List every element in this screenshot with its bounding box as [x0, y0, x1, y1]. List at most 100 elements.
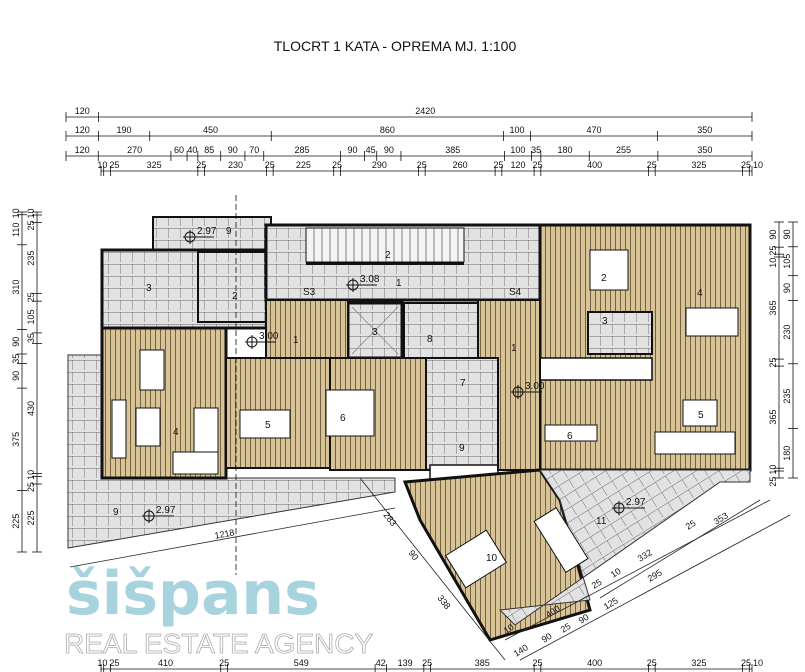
watermark-tagline: REAL ESTATE AGENCY	[64, 628, 373, 659]
dim-label: 120	[75, 125, 90, 135]
room-label: S3	[303, 287, 316, 298]
room-label: 8	[427, 334, 433, 345]
dim-label-i1: 295	[646, 567, 664, 583]
elevator-cross	[351, 306, 399, 355]
tv-unit	[111, 399, 127, 459]
dim-label: 90	[782, 283, 792, 293]
dim-label: 400	[587, 160, 602, 170]
dim-line-right-outer	[599, 499, 761, 599]
dim-label: 40	[187, 145, 197, 155]
dim-label: 255	[616, 145, 631, 155]
dim-line-right-mid	[504, 499, 771, 641]
dim-line-right-inner	[519, 514, 791, 661]
room-label: 11	[596, 516, 607, 527]
dim-label: 25	[422, 658, 432, 668]
dim-label: 365	[768, 410, 778, 425]
dim-label: 105	[26, 310, 36, 325]
dim-label-1218: 1218	[214, 527, 235, 540]
dim-label: 60	[174, 145, 184, 155]
level-value: 3.08	[360, 274, 380, 285]
bed-6	[325, 389, 375, 437]
room-label: 6	[567, 431, 573, 442]
dim-label: 260	[453, 160, 468, 170]
dim-label: 270	[127, 145, 142, 155]
bed-5-left	[239, 409, 291, 439]
dim-label: 100	[510, 125, 525, 135]
dim-label: 310	[11, 280, 21, 295]
bed-10	[444, 529, 508, 589]
dim-label: 10	[97, 658, 107, 668]
dim-label: 180	[782, 446, 792, 461]
dim-label-m1: 332	[636, 547, 654, 563]
dim-label: 190	[117, 125, 132, 135]
dim-label: 290	[372, 160, 387, 170]
dim-label-se-3: 338	[435, 593, 452, 611]
dim-label: 25	[741, 160, 751, 170]
dim-line-1218	[69, 507, 396, 568]
corridor-1-right	[477, 299, 541, 471]
dim-label: 385	[445, 145, 460, 155]
dim-label: 10	[768, 465, 778, 475]
level-marker	[511, 385, 542, 399]
dim-label: 375	[11, 432, 21, 447]
dim-label: 25	[332, 160, 342, 170]
staircase	[305, 227, 465, 265]
dim-label: 25	[768, 246, 778, 256]
dim-label: 25	[493, 160, 503, 170]
dim-label: 70	[249, 145, 259, 155]
dim-label: 235	[782, 389, 792, 404]
apartment-center-hall	[265, 299, 349, 359]
dining-table-right	[544, 424, 598, 442]
dim-label: 90	[768, 230, 778, 240]
dining-table	[139, 349, 165, 391]
dim-label: 25	[219, 658, 229, 668]
level-marker	[346, 278, 377, 292]
dim-label: 100	[510, 145, 525, 155]
dim-label-r2: 25	[684, 518, 698, 532]
dim-label: 25	[26, 482, 36, 492]
dim-label: 25	[532, 658, 542, 668]
level-marker	[245, 335, 276, 349]
room-label: 3	[146, 283, 152, 294]
dim-label: 35	[26, 333, 36, 343]
dim-label: 285	[295, 145, 310, 155]
dim-label: 90	[228, 145, 238, 155]
dim-label: 42	[376, 658, 386, 668]
kitchen-counter	[539, 357, 653, 381]
dim-label-m2: 25	[590, 577, 604, 591]
bathroom-2	[197, 251, 267, 323]
dim-label: 549	[294, 658, 309, 668]
dim-label: 230	[228, 160, 243, 170]
dim-label: 350	[697, 125, 712, 135]
dim-label: 25	[26, 221, 36, 231]
room-label: 5	[265, 420, 271, 431]
dim-label: 10	[26, 470, 36, 480]
coffee-table-right	[682, 399, 718, 427]
dim-label: 325	[147, 160, 162, 170]
dim-label: 25	[741, 658, 751, 668]
wardrobe-10	[533, 506, 589, 574]
room-labels: 9 2 3 2 S3 1 S4 3 8 1 1 4 5 6 7 9 6 5 4 …	[113, 226, 704, 564]
dim-label: 385	[475, 658, 490, 668]
dim-label: 10	[753, 160, 763, 170]
dim-label: 90	[347, 145, 357, 155]
level-value: 2.97	[197, 226, 217, 237]
dim-label: 35	[11, 354, 21, 364]
room-label: 4	[173, 427, 179, 438]
dim-label: 10	[11, 208, 21, 218]
room-label: 6	[340, 413, 346, 424]
dim-label: 10	[753, 658, 763, 668]
dim-label: 225	[26, 510, 36, 525]
dim-label: 2420	[415, 106, 435, 116]
dim-label: 85	[204, 145, 214, 155]
dim-label: 225	[296, 160, 311, 170]
dim-label: 470	[586, 125, 601, 135]
drawing-title: TLOCRT 1 KATA - OPREMA MJ. 1:100	[274, 38, 517, 54]
